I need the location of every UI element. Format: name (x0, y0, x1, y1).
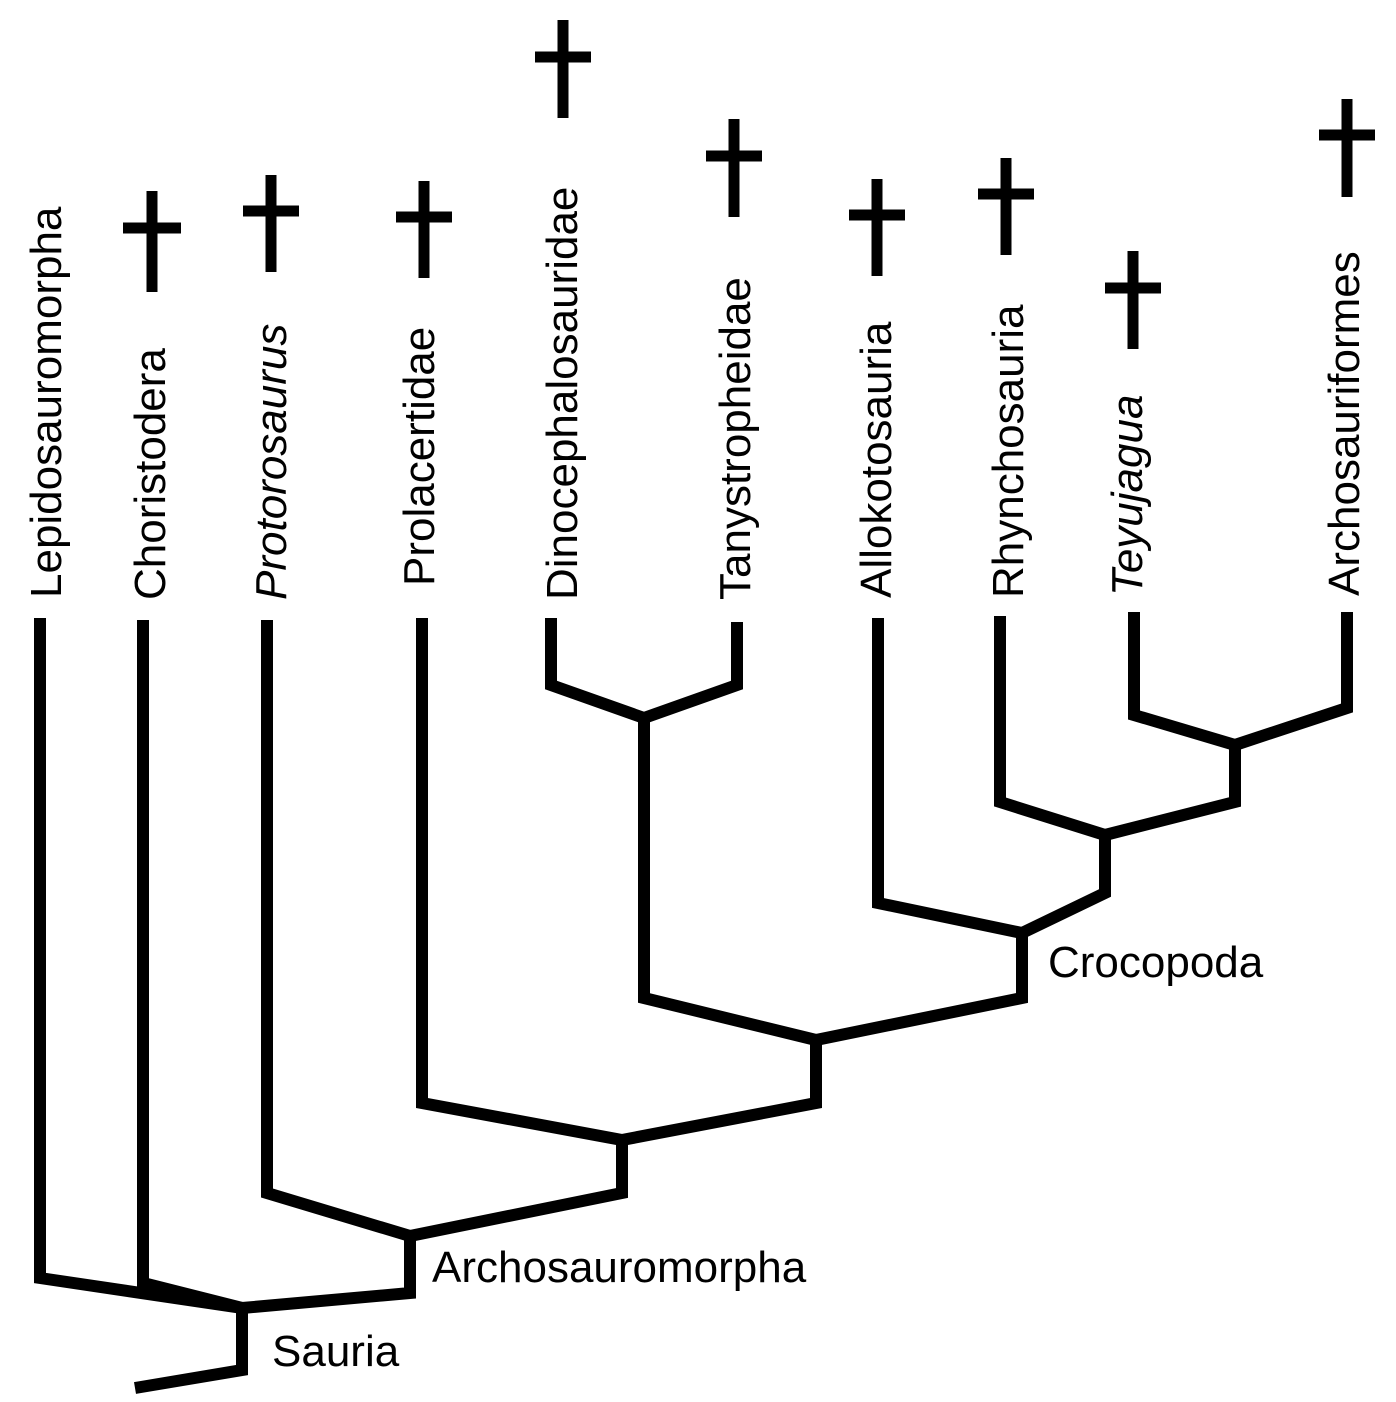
clade-label-archosauromorpha: Archosauromorpha (432, 1243, 807, 1292)
branch-allokotosauria (872, 618, 1024, 939)
branch-prolacertidae (416, 618, 624, 1146)
branch-archosauriformes (1233, 612, 1353, 751)
branch-tanystropheid-clade (638, 718, 818, 1046)
taxon-label-allokotosauria: Allokotosauria (852, 321, 901, 598)
dagger-icon (849, 179, 905, 276)
branch-tanystropheidae (641, 622, 743, 724)
branch-crocopoda-stem (814, 933, 1028, 1046)
dagger-icon (706, 119, 762, 217)
extinction-markers (123, 20, 1375, 349)
branch-lepidosauromorpha (34, 618, 243, 1314)
clade-label-sauria: Sauria (272, 1327, 400, 1376)
dagger-icon (243, 175, 299, 272)
taxon-label-prolacertidae: Prolacertidae (395, 327, 444, 586)
branch-archosauriform-stem (1103, 745, 1241, 841)
branch-dinocephalosauridae (545, 618, 647, 724)
taxon-label-rhynchosauria: Rhynchosauria (984, 304, 1033, 598)
taxon-label-dinocephalosauridae: Dinocephalosauridae (538, 187, 587, 600)
branch-crocopoda-inner (1019, 835, 1111, 939)
taxon-label-choristodera: Choristodera (126, 348, 175, 600)
branch-teyujagua (1128, 612, 1237, 751)
taxon-label-teyujagua: Teyujagua (1103, 395, 1152, 596)
taxon-labels: Lepidosauromorpha Choristodera Protorosa… (22, 187, 1369, 600)
taxon-label-archosauriformes: Archosauriformes (1320, 251, 1369, 596)
dagger-icon (535, 20, 591, 118)
taxon-label-protorosaurus: Protorosaurus (247, 324, 296, 600)
branch-rhynchosauria (994, 616, 1107, 841)
clade-labels: Sauria Archosauromorpha Crocopoda (272, 938, 1264, 1376)
taxon-label-lepidosauromorpha: Lepidosauromorpha (22, 206, 71, 598)
root-branch (134, 1308, 248, 1394)
clade-label-crocopoda: Crocopoda (1048, 938, 1264, 987)
dagger-icon (1319, 99, 1375, 197)
dagger-icon (978, 158, 1034, 255)
dagger-icon (1105, 251, 1161, 349)
taxon-label-tanystropheidae: Tanystropheidae (711, 277, 760, 600)
branch-protorosaurus (261, 620, 412, 1242)
branch-inner-node (620, 1040, 822, 1146)
branch-sauria-archosauromorpha (241, 1236, 416, 1314)
branch-archosauromorpha-inner (408, 1140, 628, 1242)
cladogram-branches (34, 612, 1353, 1394)
dagger-icon (396, 181, 452, 278)
dagger-icon (123, 191, 181, 292)
branch-choristodera (137, 620, 244, 1314)
